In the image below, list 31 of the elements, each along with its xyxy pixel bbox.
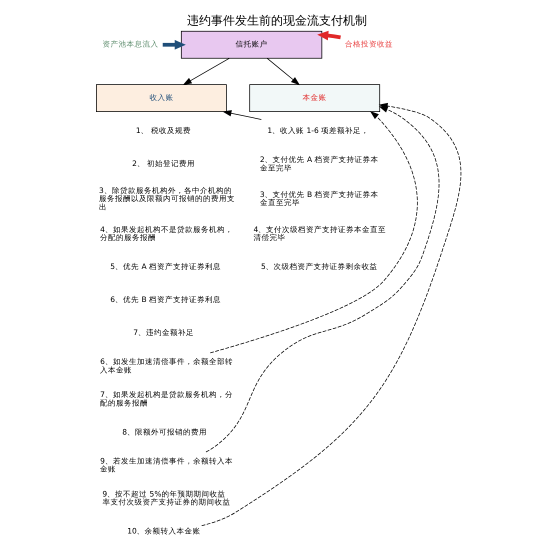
node-text: 10、余额转入本金账: [127, 526, 201, 536]
diagram-title: 违约事件发生前的现金流支付机制: [186, 13, 367, 28]
arrow: [182, 58, 230, 86]
arrow: [210, 110, 418, 354]
node-box: 收入账: [96, 84, 227, 112]
arrow: [266, 58, 300, 86]
label: 3、除贷款服务机构外，各中介机构的服务报酬以及限额内可报销的的费用支出: [99, 186, 236, 212]
arrow: [222, 110, 262, 120]
node-box: 本金账: [249, 84, 380, 112]
node-text: 6、如发生加速清偿事件，余额全部转入本金账: [100, 357, 233, 374]
label: 6、优先 B 档资产支持证券利息: [110, 295, 221, 304]
arrow: [201, 102, 462, 526]
node-text: 1、收入账 1-6 项差额补足，: [267, 126, 370, 136]
label: 4、如果发起机构不是贷款服务机构，分配的服务报酬: [100, 224, 233, 242]
label: 7、如果发起机构是贷款服务机构，分配的服务报酬: [100, 390, 233, 408]
node-text: 9、若发生加速清偿事件，余额转入本金账: [100, 456, 233, 474]
node-text: 合格投资收益: [344, 40, 393, 49]
label: 4、支付次级档资产支持证券本金直至清偿完毕: [253, 224, 386, 242]
label: 2、支付优先 A 档资产支持证券本金至完毕: [260, 155, 379, 172]
label: 7、违约金额补足: [133, 328, 194, 338]
label: 5、优先 A 档资产支持证券利息: [110, 262, 221, 272]
label: 9、按不超过 5%的年预期期间收益率支付次级资产支持证券的期间收益: [102, 489, 230, 507]
arrow: [162, 40, 186, 50]
label: 5、次级档资产支持证券剩余收益: [260, 262, 378, 272]
arrow: [317, 30, 341, 40]
label: 8、限额外可报销的费用: [122, 427, 208, 436]
node-text: 资产池本息流入: [102, 40, 159, 49]
node-box: 信托账户: [180, 30, 322, 59]
label: 2、 初始登记费用: [132, 159, 196, 168]
label: 1、 税收及规费: [136, 126, 191, 136]
label: 3、支付优先 B 档资产支持证券本金直至完毕: [260, 190, 379, 208]
